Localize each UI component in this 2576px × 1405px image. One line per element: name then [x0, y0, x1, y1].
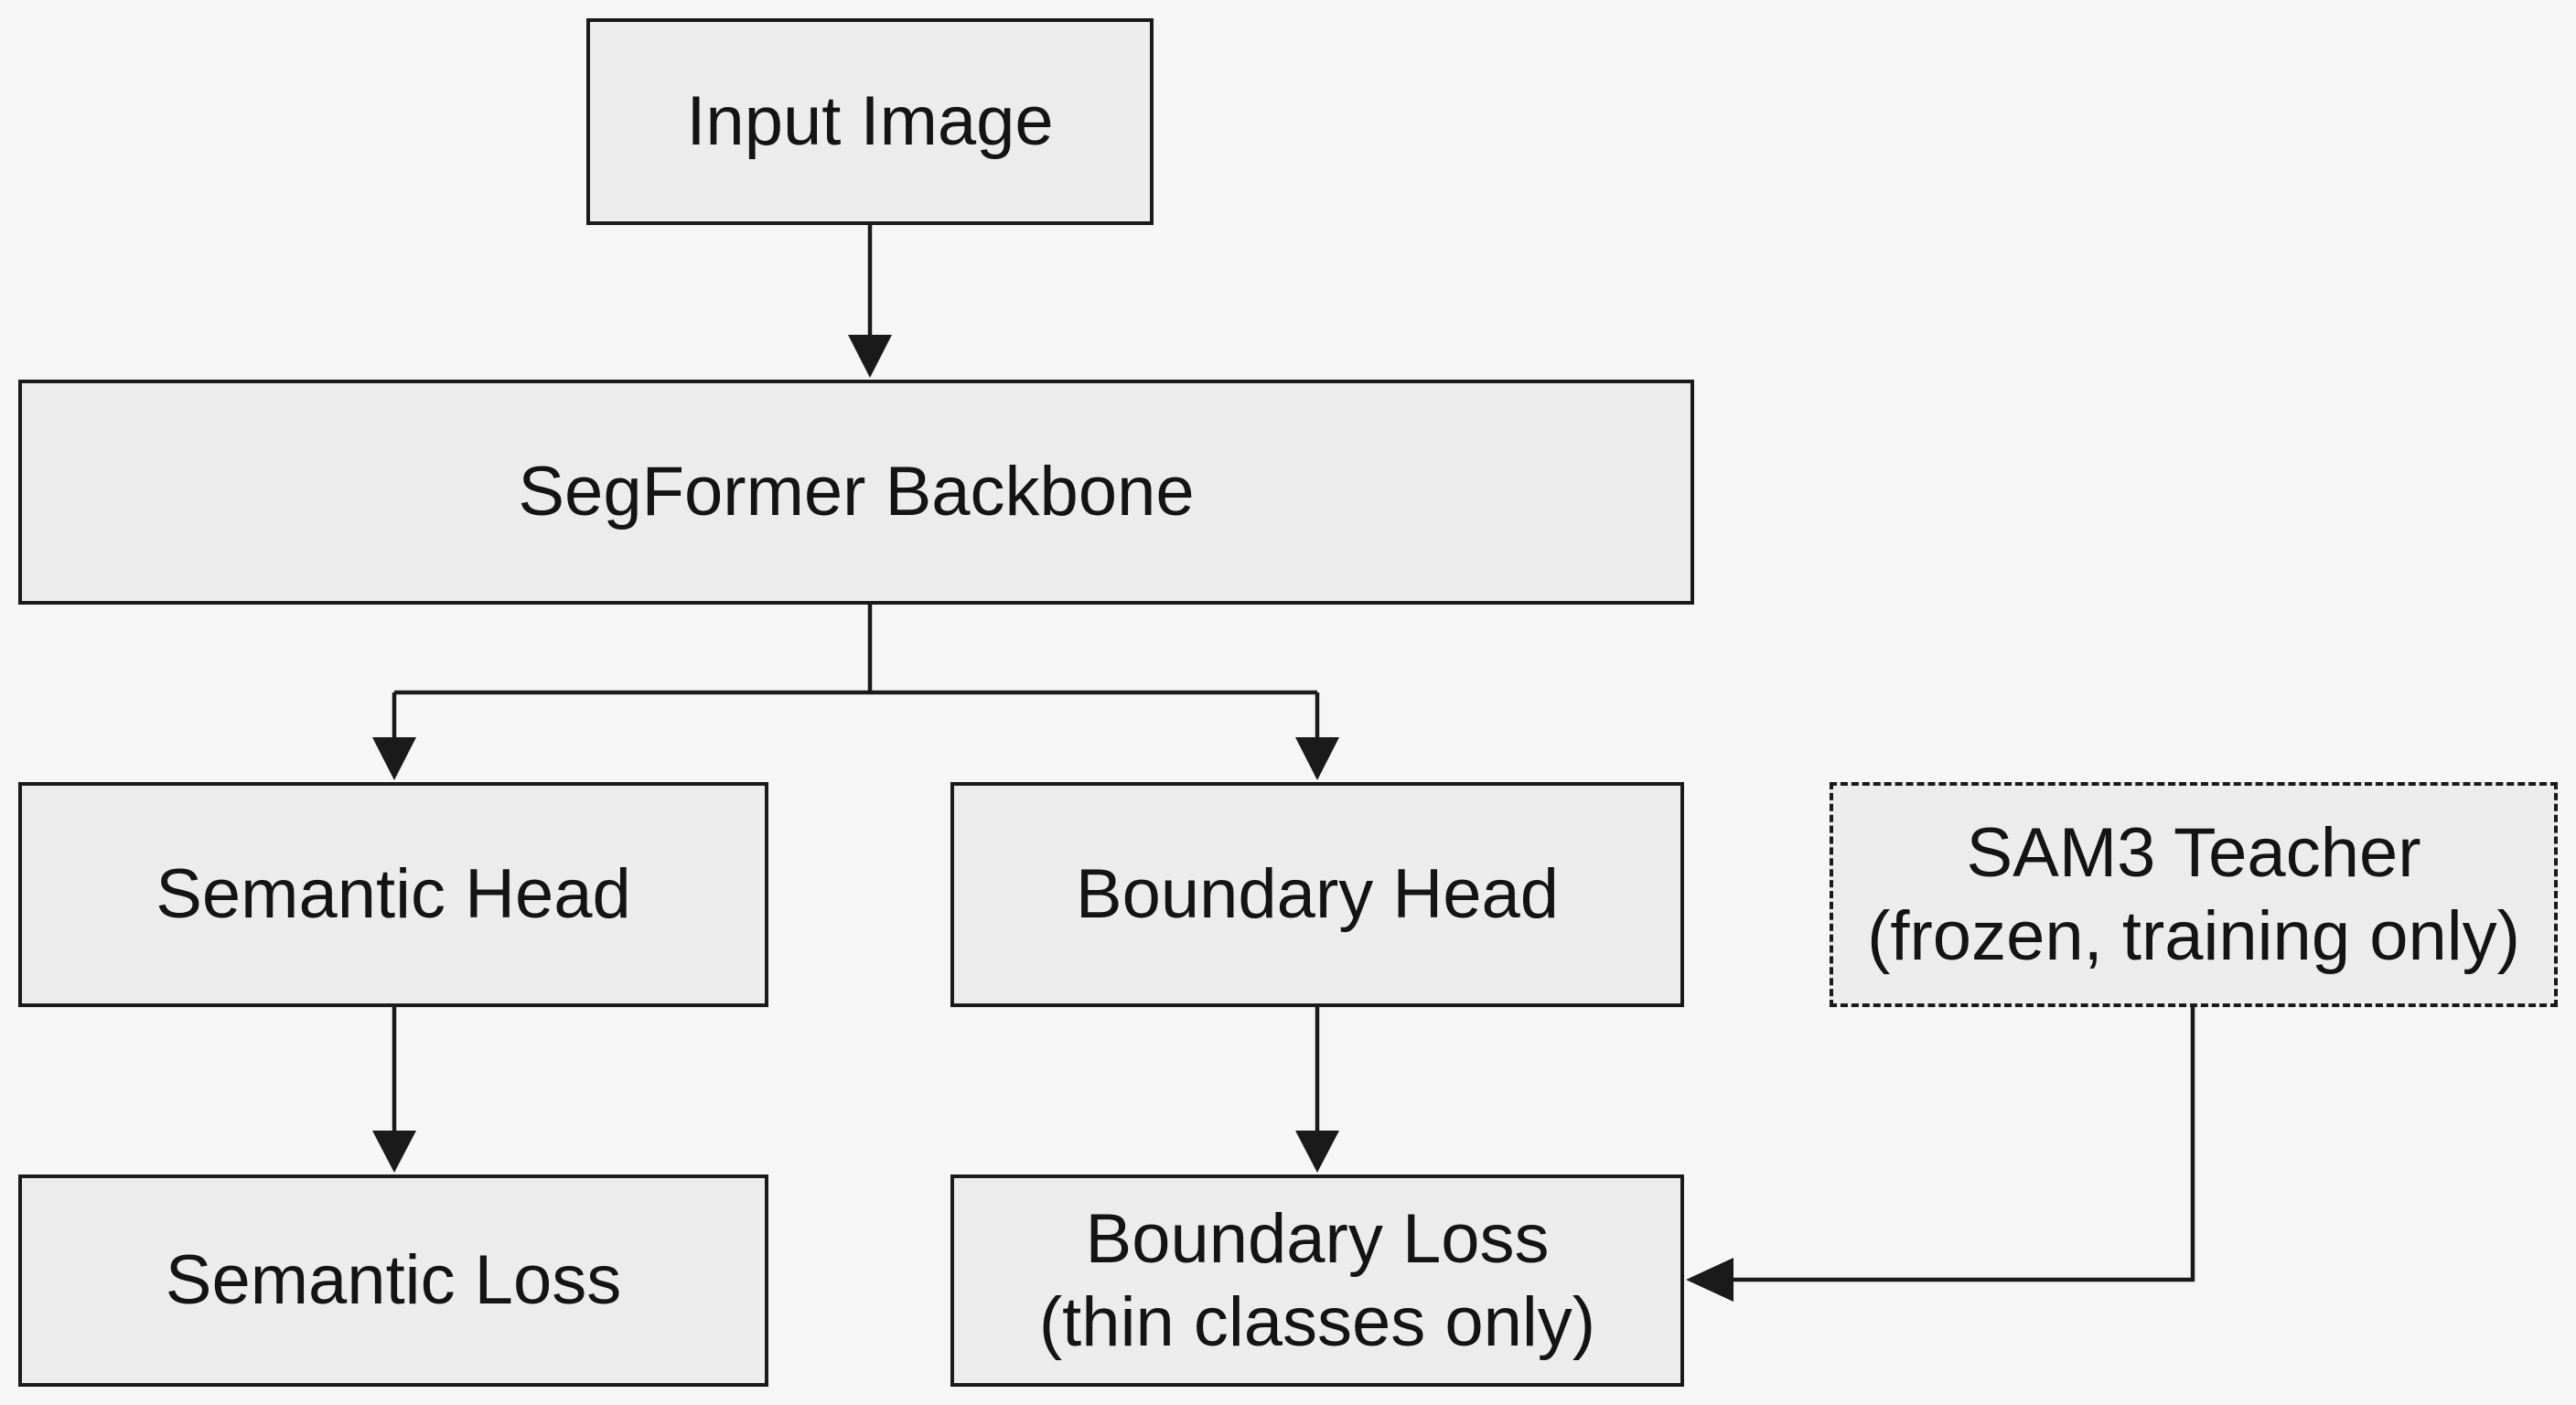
arrowhead-boundary-loss [1295, 1131, 1339, 1173]
boundary-head-label: Boundary Head [1075, 855, 1560, 934]
boundary-loss-label: Boundary Loss [1085, 1199, 1550, 1278]
boundary-loss-note: (thin classes only) [1038, 1283, 1596, 1361]
input-image-node: Input Image [586, 18, 1154, 225]
arrowhead-backbone [848, 335, 892, 378]
semantic-loss-node: Semantic Loss [18, 1174, 768, 1387]
semantic-head-label: Semantic Head [156, 855, 631, 934]
semantic-loss-label: Semantic Loss [165, 1241, 622, 1320]
segformer-backbone-label: SegFormer Backbone [518, 453, 1195, 531]
boundary-loss-node: Boundary Loss (thin classes only) [950, 1174, 1684, 1387]
boundary-head-node: Boundary Head [950, 782, 1684, 1007]
sam3-teacher-node: SAM3 Teacher (frozen, training only) [1830, 782, 2558, 1007]
semantic-head-node: Semantic Head [18, 782, 768, 1007]
arrowhead-boundary-head [1295, 737, 1339, 780]
arrowhead-semantic-head [372, 737, 416, 780]
sam3-teacher-label: SAM3 Teacher [1966, 813, 2421, 892]
arrowhead-semantic-loss [372, 1131, 416, 1173]
sam3-teacher-note: (frozen, training only) [1867, 897, 2520, 975]
segformer-backbone-node: SegFormer Backbone [18, 380, 1694, 605]
input-image-label: Input Image [686, 82, 1054, 161]
arrowhead-teacher-to-loss [1686, 1258, 1733, 1302]
edge-teacher-to-boundary-loss [1729, 1007, 2195, 1282]
